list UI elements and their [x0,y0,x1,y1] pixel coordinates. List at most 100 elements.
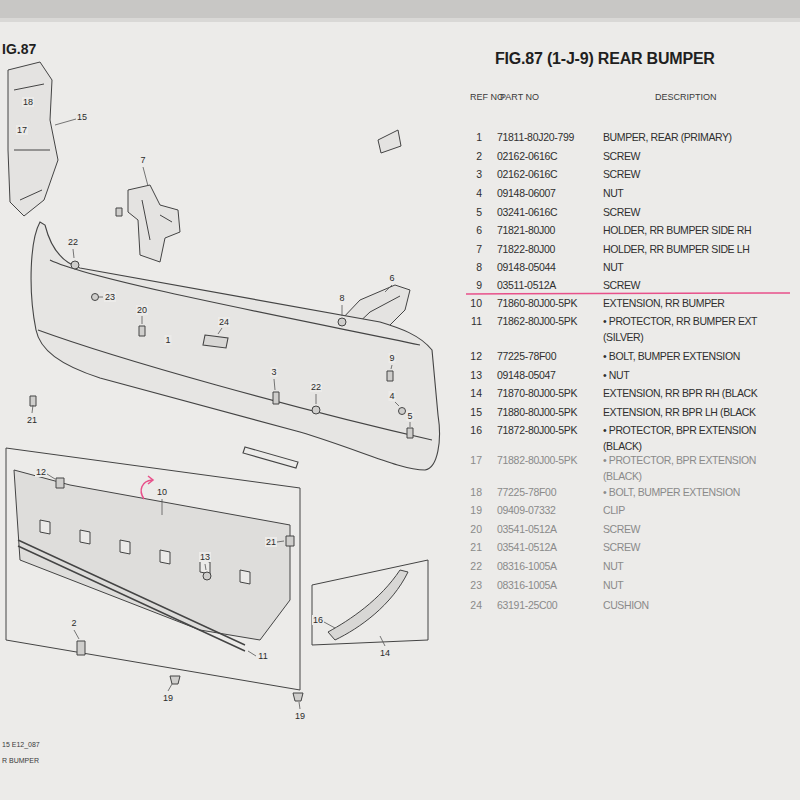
part-description: HOLDER, RR BUMPER SIDE RH [603,222,771,238]
pink-annotation [148,476,153,484]
part-number: 71860-80J00-5PK [497,296,577,310]
bracket-part [8,62,401,216]
reference-number: 3 [458,167,482,181]
reference-number: 15 [458,405,482,419]
callout-number: 3 [270,367,277,377]
part-number: 03541-0512A [497,540,557,554]
part-description: • BOLT, BUMPER EXTENSION [603,348,771,364]
reference-number: 20 [458,522,482,536]
fastener [399,408,406,415]
callout-number: 18 [22,97,34,107]
part-number: 03541-0512A [497,522,557,536]
part-number: 03241-0616C [497,205,557,219]
column-header: PART NO [500,90,539,104]
bracket-part [8,62,58,216]
part-description: • PROTECTOR, RR BUMPER EXT (SILVER) [603,313,771,345]
part-description: NUT [603,259,771,275]
fastener [30,208,413,701]
callout-number: 5 [406,411,413,421]
drawing-code: 15 E12_087 [2,740,40,749]
drawing-caption: R BUMPER [2,756,39,765]
side-extension-group [328,570,408,640]
leader-line [32,119,410,709]
callout-number: 21 [265,537,277,547]
part-number: 71811-80J20-799 [497,130,574,144]
callout-number: 16 [312,615,324,625]
callout-number: 7 [139,155,146,165]
part-description: SCREW [603,166,771,182]
paper-ground [0,0,800,18]
callout-number: 4 [388,391,395,401]
reference-number: 4 [458,186,482,200]
reference-number: 10 [458,296,482,310]
part-number: 71821-80J00 [497,223,555,237]
part-description: NUT [603,558,771,574]
page-title: FIG.87 (1-J-9) REAR BUMPER [495,52,715,66]
reference-number: 11 [458,314,482,328]
part-description: EXTENSION, RR BUMPER [603,295,771,311]
extension-group [40,520,250,584]
part-number: 71872-80J00-5PK [497,423,577,437]
part-description: • PROTECTOR, BPR EXTENSION (BLACK) [603,452,771,484]
part-description: BUMPER, REAR (PRIMARY) [603,129,771,145]
reference-number: 18 [458,485,482,499]
part-number: 71882-80J00-5PK [497,453,577,467]
fastener [92,294,99,301]
part-description: CLIP [603,502,771,518]
part-description: SCREW [603,277,771,293]
reference-number: 24 [458,598,482,612]
leader-line [32,119,410,709]
bracket-part [14,84,50,200]
part-description: CUSHION [603,597,771,613]
extension-group [18,540,245,651]
column-header: DESCRIPTION [655,90,717,104]
part-description: SCREW [603,204,771,220]
pink-annotation [141,293,790,499]
callout-number: 24 [218,317,230,327]
bumper-outline [243,447,298,468]
reference-number: 8 [458,260,482,274]
part-description: • PROTECTOR, BPR EXTENSION (BLACK) [603,422,771,454]
extension-group [14,470,290,640]
part-number: 02162-0616C [497,167,557,181]
bumper-outline [38,330,432,440]
fastener [338,318,346,326]
part-number: 02162-0616C [497,149,557,163]
fastener [312,406,320,414]
reference-number: 22 [458,559,482,573]
part-number: 63191-25C00 [497,598,557,612]
holder-part [142,200,172,240]
part-number: 09148-05044 [497,260,556,274]
bumper-outline [31,222,439,470]
reference-number: 21 [458,540,482,554]
part-number: 71822-80J00 [497,242,555,256]
bumper-outline [50,260,420,345]
part-number: 03511-0512A [497,278,556,292]
reference-number: 12 [458,349,482,363]
part-number: 71880-80J00-5PK [497,405,577,419]
extension-group [6,448,300,690]
fastener [170,676,303,701]
callout-number: 10 [156,487,168,497]
part-description: SCREW [603,539,771,555]
part-number: 77225-78F00 [497,485,556,499]
bumper-outline [31,222,439,470]
callout-number: 2 [70,618,77,628]
part-description: SCREW [603,521,771,537]
callout-number: 19 [294,711,306,721]
reference-number: 17 [458,453,482,467]
part-description: • BOLT, BUMPER EXTENSION [603,484,771,500]
callout-number: 22 [67,237,79,247]
callout-number: 6 [388,273,395,283]
pink-annotation [466,293,790,294]
callout-number: 8 [338,293,345,303]
part-number: 71862-80J00-5PK [497,314,577,328]
callout-number: 21 [26,415,38,425]
reference-number: 2 [458,149,482,163]
reference-number: 1 [458,130,482,144]
reference-number: 14 [458,386,482,400]
part-number: 08316-1005A [497,559,557,573]
